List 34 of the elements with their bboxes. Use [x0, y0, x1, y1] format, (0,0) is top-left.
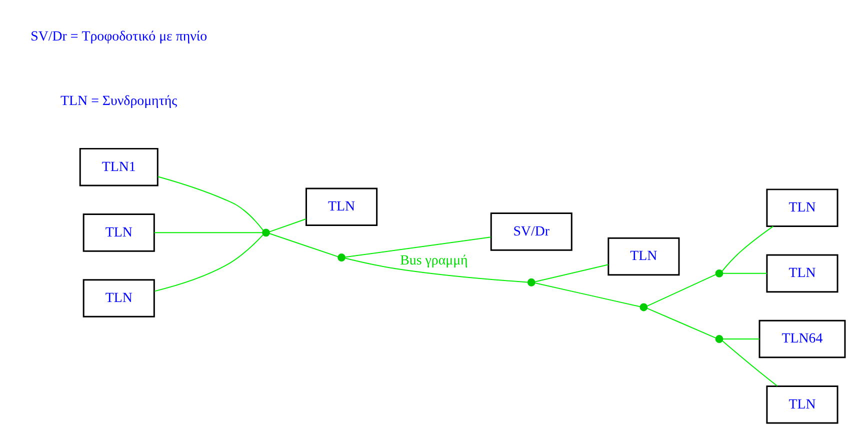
connector: [722, 338, 760, 340]
node-box: TLN64: [758, 319, 846, 358]
node-box: TLN: [766, 385, 838, 424]
node-circle: [640, 302, 648, 311]
connector: [722, 340, 778, 386]
node-box: TLN: [608, 236, 680, 276]
connector: [344, 257, 528, 282]
label: SV/Dr = Τροφοδοτικό με πηνίο: [30, 29, 208, 44]
node-circle: [262, 228, 270, 236]
connector: [534, 282, 641, 307]
connector: [722, 272, 768, 274]
connector: [722, 225, 774, 272]
node-box: TLN1: [79, 147, 158, 186]
connector: [157, 176, 264, 230]
edge-label: Bus γραμμή: [400, 253, 468, 268]
connector: [646, 307, 716, 338]
connector: [268, 218, 306, 232]
connector: [534, 264, 609, 282]
node-box: TLN: [306, 187, 378, 226]
label: TLN = Συνδρομητής: [60, 94, 178, 109]
node-circle: [715, 268, 724, 277]
connector: [646, 274, 716, 306]
connector: [154, 232, 263, 233]
node-box: TLN: [82, 213, 155, 252]
connector: [154, 234, 264, 292]
node-circle: [715, 334, 724, 343]
node-circle: [338, 253, 346, 261]
node-box: SV/Dr: [490, 212, 572, 250]
node-box: TLN: [766, 254, 838, 292]
connector: [344, 236, 492, 258]
connector: [268, 232, 338, 257]
node-box: TLN: [766, 188, 838, 226]
node-box: TLN: [82, 278, 155, 317]
node-circle: [527, 278, 536, 286]
